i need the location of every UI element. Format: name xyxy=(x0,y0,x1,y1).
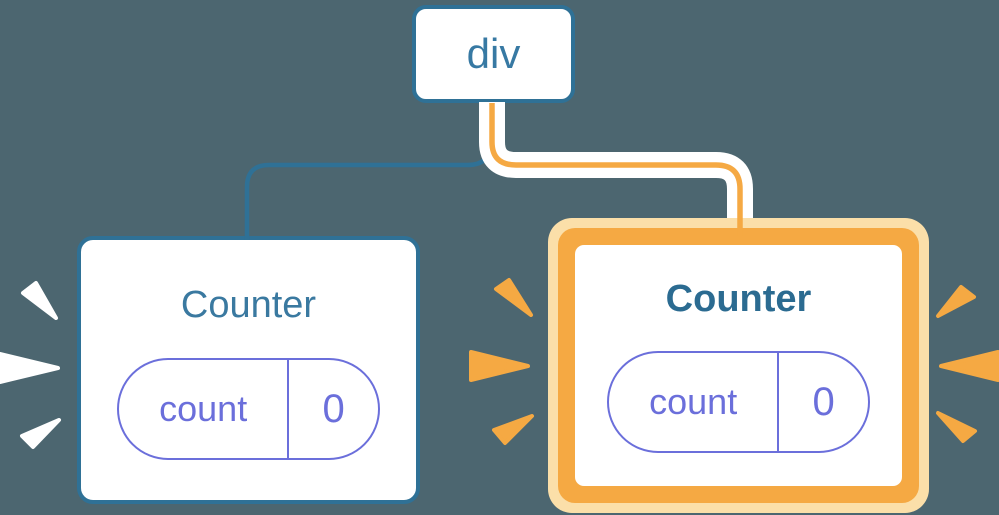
right-counter-highlight-ring: Counter count 0 xyxy=(548,218,929,513)
edge-root-to-right-counter-casing xyxy=(479,102,753,218)
spark-icon xyxy=(936,285,976,318)
left-counter-state-pill: count 0 xyxy=(117,358,380,460)
right-counter-state-pill: count 0 xyxy=(607,351,870,453)
edge-root-to-left-counter xyxy=(244,102,493,240)
left-state-value: 0 xyxy=(322,386,345,431)
spark-icon xyxy=(0,352,60,384)
left-state-key: count xyxy=(119,360,290,458)
left-counter-card: Counter count 0 xyxy=(77,236,420,504)
spark-icon xyxy=(20,418,61,449)
root-div-label: div xyxy=(466,30,521,77)
spark-icon xyxy=(939,350,999,382)
spark-icon xyxy=(492,414,534,445)
right-counter-highlight-border: Counter count 0 xyxy=(558,228,919,503)
right-counter-card: Counter count 0 xyxy=(575,245,902,486)
burst-left-of-left-counter xyxy=(0,281,61,449)
left-counter-title: Counter xyxy=(180,284,317,326)
edge-root-to-right-counter xyxy=(489,103,743,236)
burst-right-of-right-counter xyxy=(936,285,999,443)
root-div-node: div xyxy=(412,5,575,103)
spark-icon xyxy=(494,278,533,317)
spark-icon xyxy=(936,411,977,443)
burst-left-of-right-counter xyxy=(469,278,534,445)
right-counter-title: Counter xyxy=(665,278,812,320)
spark-icon xyxy=(21,281,58,320)
right-state-value: 0 xyxy=(812,379,835,424)
right-state-key: count xyxy=(609,353,780,451)
spark-icon xyxy=(469,350,530,382)
